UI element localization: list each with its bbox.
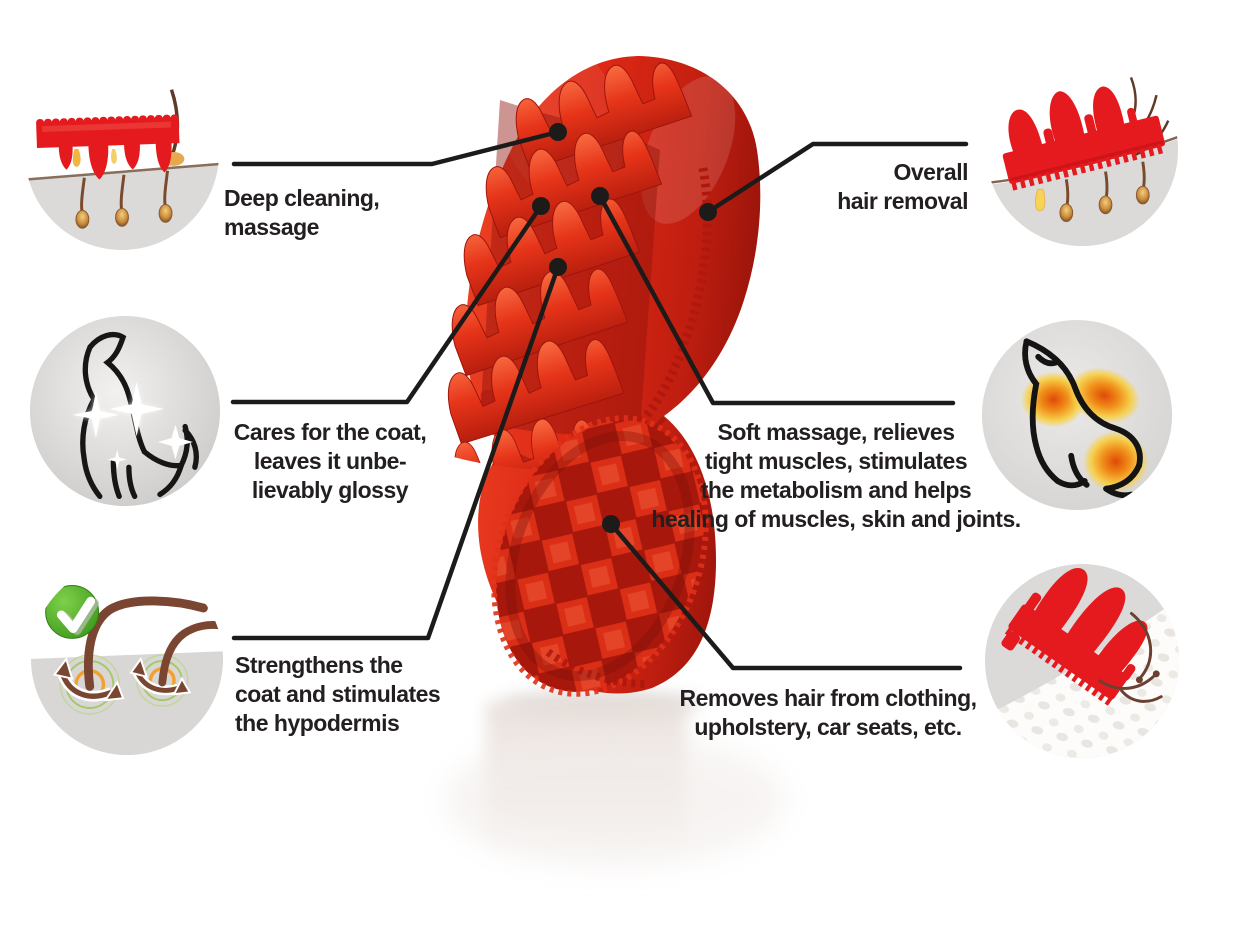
connector-line-overall-hair-removal xyxy=(705,141,969,215)
callout-text-line: leaves it unbe- xyxy=(253,448,407,474)
removes-hair-upholstery-icon xyxy=(984,563,1180,759)
callout-text-line: tight muscles, stimulates xyxy=(704,448,968,474)
connector-line-coat-care xyxy=(230,203,544,405)
deep-cleaning-massage-icon xyxy=(24,55,220,251)
callout-text-line: healing of muscles, skin and joints. xyxy=(651,506,1021,532)
soft-massage-heat-icon xyxy=(981,319,1173,511)
callout-text-line: massage xyxy=(224,214,319,240)
brush-photo xyxy=(447,32,761,697)
callout-text-line: Cares for the coat, xyxy=(233,419,427,445)
connector-line-coat-strengthening xyxy=(231,264,561,641)
callout-dots xyxy=(532,123,717,533)
loose-hairs xyxy=(1098,611,1163,703)
root-arrows xyxy=(52,656,192,702)
connector-line-soft-massage xyxy=(597,193,956,406)
brush-reflection xyxy=(445,690,785,866)
callout-text-line: coat and stimulates xyxy=(235,681,441,707)
callout-text-line: the hypodermis xyxy=(235,710,400,736)
brush-teeth-rows xyxy=(447,62,693,470)
brush-profile xyxy=(1002,86,1166,191)
callout-text-line: Deep cleaning, xyxy=(224,185,380,211)
callout-text-line: Overall xyxy=(893,159,969,185)
sparkle-icon xyxy=(72,381,193,470)
callout-label-overall-hair-removal: Overall hair removal xyxy=(837,158,968,216)
callout-label-soft-massage: Soft massage, relieves tight muscles, st… xyxy=(610,418,1062,534)
callout-text-line: hair removal xyxy=(837,188,968,214)
callout-dot-coat-care xyxy=(532,197,550,215)
callout-dot-soft-massage xyxy=(591,187,609,205)
connector-line-deep-cleaning xyxy=(231,129,561,167)
callout-label-coat-strengthening: Strengthens the coat and stimulates the … xyxy=(235,651,441,738)
dog-outline xyxy=(1022,338,1143,499)
callout-text-line: Strengthens the xyxy=(235,652,403,678)
callout-label-removes-hair: Removes hair from clothing, upholstery, … xyxy=(628,684,1028,742)
callout-label-deep-cleaning: Deep cleaning, massage xyxy=(224,184,380,242)
brush-profile xyxy=(1001,568,1148,707)
connector-line-removes-hair xyxy=(608,521,963,671)
callout-text-line: the metabolism and helps xyxy=(700,477,972,503)
callout-dot-deep-cleaning xyxy=(549,123,567,141)
brush-serrated-edge xyxy=(617,167,712,448)
brush-lattice-back xyxy=(491,415,709,697)
callout-dot-overall-hair-removal xyxy=(699,203,717,221)
callout-text-line: Soft massage, relieves xyxy=(717,419,955,445)
glossy-coat-icon xyxy=(29,315,221,507)
strengthens-hypodermis-icon xyxy=(30,562,224,756)
check-icon xyxy=(45,585,100,639)
callout-dot-removes-hair xyxy=(602,515,620,533)
callout-text-line: upholstery, car seats, etc. xyxy=(694,714,962,740)
callout-dot-coat-strengthening xyxy=(549,258,567,276)
overall-hair-removal-icon xyxy=(985,53,1179,247)
callout-label-coat-care: Cares for the coat, leaves it unbe- liev… xyxy=(214,418,446,505)
callout-text-line: lievably glossy xyxy=(251,477,409,503)
connector-lines xyxy=(230,129,969,671)
callout-text-line: Removes hair from clothing, xyxy=(679,685,977,711)
